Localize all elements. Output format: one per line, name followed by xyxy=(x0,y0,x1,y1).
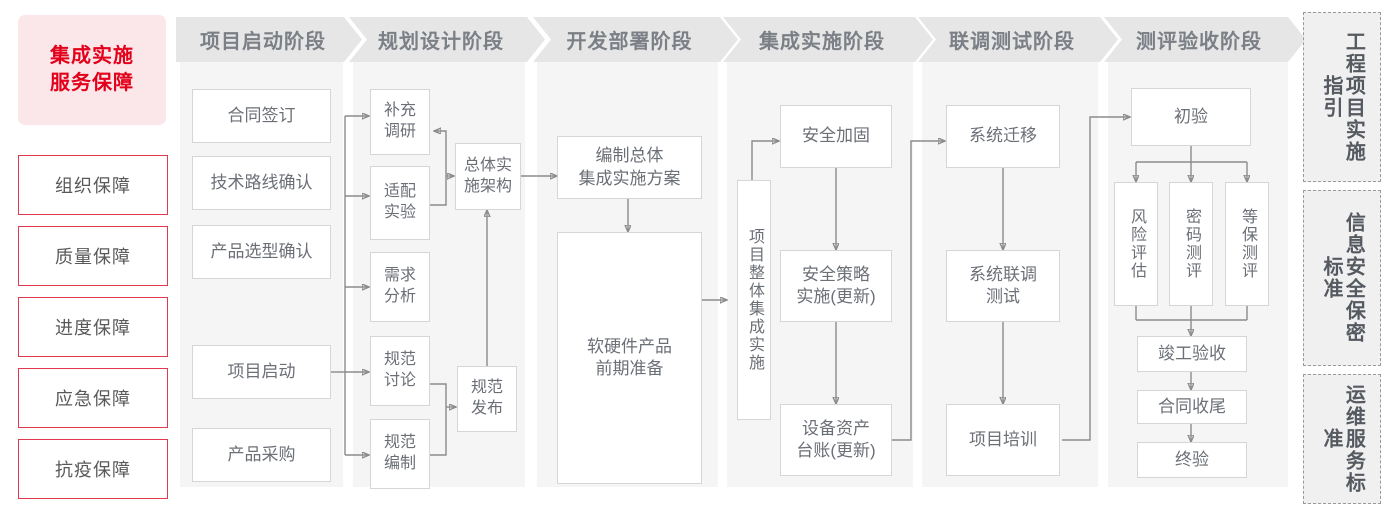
guarantee-item-epidemic[interactable]: 抗疫保障 xyxy=(18,439,168,499)
phase-header-3[interactable]: 开发部署阶段 xyxy=(533,17,738,62)
node-label: 等保测评 xyxy=(1239,208,1256,280)
node-label-line2: 集成实施方案 xyxy=(578,168,681,188)
node-security-hardening[interactable]: 安全加固 xyxy=(780,105,892,168)
node-label-line1: 需求 xyxy=(383,267,416,285)
node-label: 技术路线确认 xyxy=(210,172,313,192)
node-completion-acceptance[interactable]: 竣工验收 xyxy=(1137,336,1247,372)
node-contract-signing[interactable]: 合同签订 xyxy=(192,89,331,143)
node-tech-route-confirm[interactable]: 技术路线确认 xyxy=(192,156,331,210)
node-label-line1: 适配 xyxy=(383,183,416,201)
phase-header-label: 集成实施阶段 xyxy=(759,31,885,53)
standard-item-ops-service-standard[interactable]: 运维服务标准 xyxy=(1303,374,1381,504)
node-overall-integration-plan[interactable]: 编制总体 集成实施方案 xyxy=(557,136,702,199)
phase-header-4[interactable]: 集成实施阶段 xyxy=(723,17,933,62)
phase-header-5[interactable]: 联调测试阶段 xyxy=(918,17,1118,62)
node-label: 项目培训 xyxy=(969,429,1037,449)
guarantee-hero-line1: 集成实施 xyxy=(50,45,134,67)
node-requirement-analysis[interactable]: 需求 分析 xyxy=(370,252,430,322)
node-spec-drafting[interactable]: 规范 编制 xyxy=(370,419,430,489)
node-label: 项目整体集成实施 xyxy=(746,228,763,372)
guarantee-item-emergency[interactable]: 应急保障 xyxy=(18,368,168,428)
node-security-policy-implementation[interactable]: 安全策略 实施(更新) xyxy=(780,250,892,322)
node-classified-protection-evaluation[interactable]: 等保测评 xyxy=(1225,182,1269,306)
standard-item-label: 工程项目实施指引 xyxy=(1320,31,1365,163)
phase-header-label: 项目启动阶段 xyxy=(200,31,326,53)
guarantee-item-label: 进度保障 xyxy=(55,318,131,338)
node-label: 产品采购 xyxy=(227,444,296,464)
node-spec-release[interactable]: 规范 发布 xyxy=(457,366,517,432)
node-label-line2: 实施(更新) xyxy=(796,287,876,306)
node-label-line2: 讨论 xyxy=(383,372,416,389)
node-equipment-asset-ledger[interactable]: 设备资产 台账(更新) xyxy=(780,404,892,476)
standard-item-infosec-standard[interactable]: 信息安全保密标准 xyxy=(1303,190,1381,366)
node-label: 项目启动 xyxy=(227,361,296,381)
guarantee-hero-line2: 服务保障 xyxy=(50,72,134,94)
node-label-line1: 总体实 xyxy=(463,156,512,174)
node-label-line1: 补充 xyxy=(383,102,416,120)
guarantee-item-label: 抗疫保障 xyxy=(55,460,131,480)
node-label-line1: 规范 xyxy=(383,351,416,369)
node-label-line2: 分析 xyxy=(383,288,416,305)
node-system-migration[interactable]: 系统迁移 xyxy=(946,105,1060,168)
node-label-line1: 规范 xyxy=(383,434,416,452)
phase-header-6[interactable]: 测评验收阶段 xyxy=(1104,17,1306,62)
node-label-line2: 编制 xyxy=(383,455,416,472)
phase-header-1[interactable]: 项目启动阶段 xyxy=(176,17,362,62)
guarantee-item-label: 组织保障 xyxy=(55,176,131,196)
node-project-kickoff[interactable]: 项目启动 xyxy=(192,345,331,399)
node-preliminary-acceptance[interactable]: 初验 xyxy=(1131,88,1251,146)
node-label: 竣工验收 xyxy=(1158,343,1226,363)
node-label: 系统迁移 xyxy=(969,126,1037,146)
node-label: 初验 xyxy=(1174,106,1208,126)
guarantee-item-label: 应急保障 xyxy=(55,389,131,409)
node-label-line1: 软硬件产品 xyxy=(587,336,672,356)
phase-header-label: 测评验收阶段 xyxy=(1136,31,1262,53)
node-label-line1: 安全策略 xyxy=(801,264,870,284)
node-label-line2: 实验 xyxy=(383,204,416,221)
node-label-line2: 测试 xyxy=(986,287,1020,306)
standard-item-label: 运维服务标准 xyxy=(1320,384,1365,494)
node-adaptation-experiment[interactable]: 适配 实验 xyxy=(370,166,430,240)
guarantee-item-schedule[interactable]: 进度保障 xyxy=(18,297,168,357)
node-label-line1: 规范 xyxy=(470,379,503,397)
node-label: 终验 xyxy=(1175,449,1209,469)
guarantee-hero-box: 集成实施 服务保障 xyxy=(18,15,166,125)
node-label-line2: 施架构 xyxy=(463,177,512,195)
phase-header-label: 联调测试阶段 xyxy=(949,31,1075,53)
node-label: 安全加固 xyxy=(802,126,870,146)
node-label-line2: 调研 xyxy=(383,123,416,140)
node-contract-closeout[interactable]: 合同收尾 xyxy=(1137,390,1247,424)
node-label-line1: 系统联调 xyxy=(969,264,1037,284)
node-label: 合同签订 xyxy=(227,105,296,125)
node-product-selection-confirm[interactable]: 产品选型确认 xyxy=(192,225,331,279)
node-system-joint-debug-test[interactable]: 系统联调 测试 xyxy=(946,250,1060,322)
standard-item-engineering-guide[interactable]: 工程项目实施指引 xyxy=(1303,12,1381,182)
node-cryptography-evaluation[interactable]: 密码测评 xyxy=(1169,182,1213,306)
node-label-line1: 编制总体 xyxy=(595,146,664,166)
node-label-line2: 前期准备 xyxy=(595,359,664,378)
node-label: 密码测评 xyxy=(1183,208,1200,280)
node-label: 产品选型确认 xyxy=(210,241,313,261)
node-label-line2: 发布 xyxy=(470,400,503,417)
node-spec-discussion[interactable]: 规范 讨论 xyxy=(370,336,430,406)
guarantee-item-label: 质量保障 xyxy=(55,247,131,267)
node-final-acceptance[interactable]: 终验 xyxy=(1137,442,1247,478)
phase-header-label: 开发部署阶段 xyxy=(566,31,693,53)
guarantee-item-organization[interactable]: 组织保障 xyxy=(18,155,168,215)
node-overall-implementation-architecture[interactable]: 总体实 施架构 xyxy=(455,143,521,210)
phase-header-label: 规划设计阶段 xyxy=(378,31,504,53)
phase-header-2[interactable]: 规划设计阶段 xyxy=(349,17,545,62)
node-label: 合同收尾 xyxy=(1158,396,1226,416)
guarantee-item-quality[interactable]: 质量保障 xyxy=(18,226,168,286)
node-label-line1: 设备资产 xyxy=(801,418,870,438)
node-label-line2: 台账(更新) xyxy=(796,441,876,460)
node-project-training[interactable]: 项目培训 xyxy=(946,404,1060,476)
node-hw-sw-preparation[interactable]: 软硬件产品 前期准备 xyxy=(557,232,702,484)
standard-item-label: 信息安全保密标准 xyxy=(1320,212,1365,344)
node-product-procurement[interactable]: 产品采购 xyxy=(192,428,331,482)
node-overall-project-integration[interactable]: 项目整体集成实施 xyxy=(737,180,771,420)
node-risk-assessment[interactable]: 风险评估 xyxy=(1114,182,1158,306)
node-supplementary-research[interactable]: 补充 调研 xyxy=(370,89,430,155)
node-label: 风险评估 xyxy=(1128,208,1145,280)
